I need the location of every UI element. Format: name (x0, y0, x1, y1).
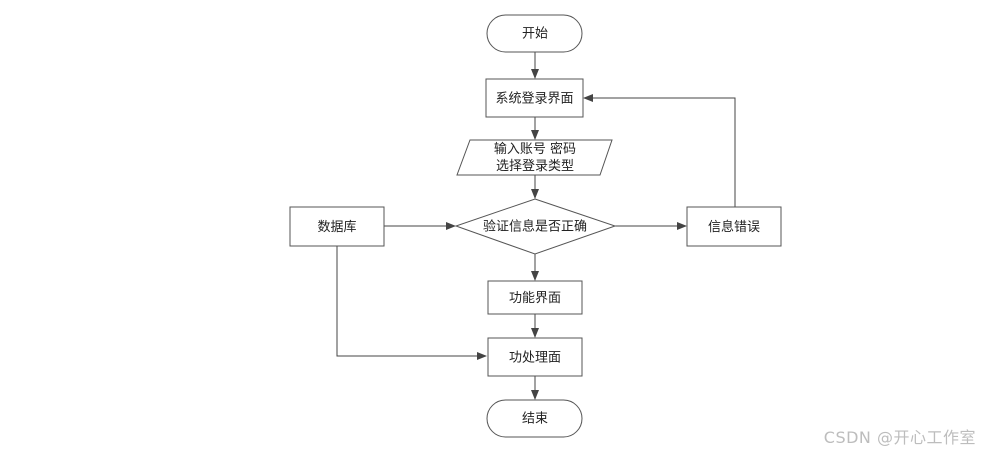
end-node: 结束 (486, 399, 583, 438)
error-label: 信息错误 (708, 219, 760, 235)
start-node: 开始 (486, 14, 583, 53)
error-node: 信息错误 (686, 206, 782, 247)
end-label: 结束 (522, 412, 548, 427)
decision-node: 验证信息是否正确 (454, 198, 617, 255)
start-label: 开始 (522, 27, 548, 42)
function-screen-label: 功能界面 (509, 291, 561, 306)
process-screen-label: 功处理面 (509, 351, 561, 366)
input-node: 输入账号 密码 选择登录类型 (456, 139, 613, 176)
input-label-line1: 输入账号 密码 (494, 141, 576, 157)
database-node: 数据库 (289, 206, 385, 247)
watermark: CSDN @开心工作室 (823, 428, 976, 447)
process-screen-node: 功处理面 (487, 337, 583, 377)
edge-error-to-login (583, 94, 736, 207)
input-label-line2: 选择登录类型 (496, 159, 574, 174)
login-screen-label: 系统登录界面 (495, 92, 573, 107)
database-label: 数据库 (317, 219, 356, 235)
connectors (336, 52, 736, 400)
function-screen-node: 功能界面 (487, 280, 583, 315)
edge-database-to-process (336, 246, 487, 360)
login-screen-node: 系统登录界面 (485, 78, 584, 118)
decision-label: 验证信息是否正确 (483, 219, 587, 235)
